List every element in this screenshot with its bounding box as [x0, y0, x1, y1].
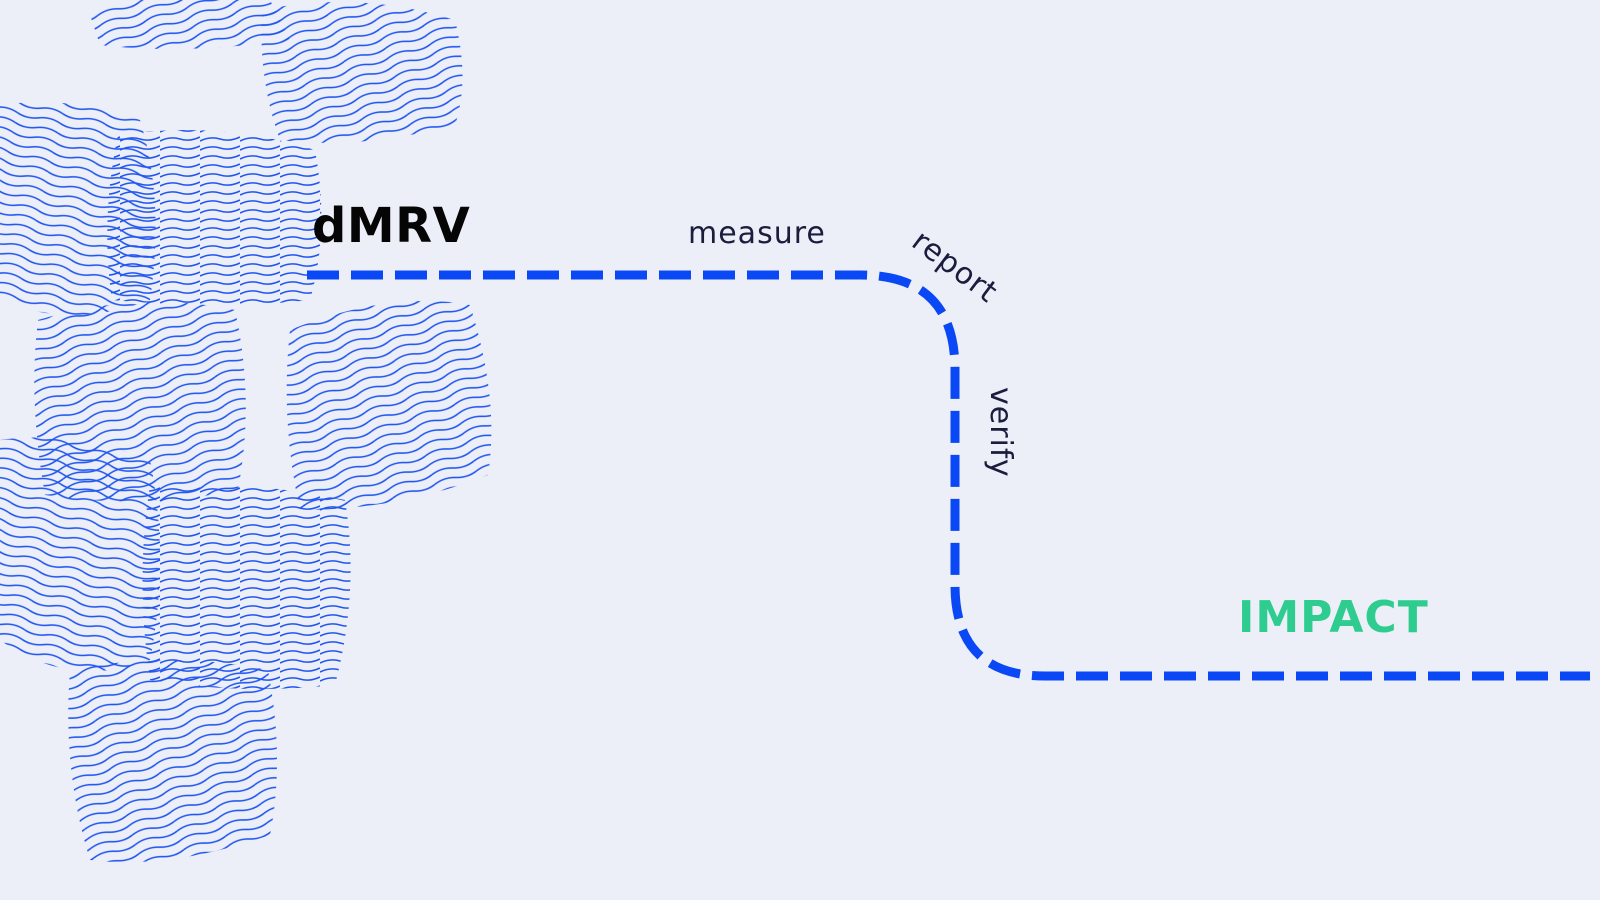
- pattern-block: [142, 484, 351, 689]
- pattern-block: [261, 2, 463, 143]
- pattern-block: [0, 437, 160, 672]
- process-path: [307, 270, 1590, 681]
- step-label-verify: verify: [983, 387, 1018, 478]
- pattern-block: [107, 130, 322, 305]
- pattern-cluster: [0, 0, 492, 863]
- outcome-label: IMPACT: [1238, 592, 1429, 643]
- diagram-title: dMRV: [312, 198, 471, 254]
- pattern-block: [90, 0, 290, 49]
- pattern-block: [68, 660, 278, 863]
- step-label-report: report: [905, 223, 1004, 310]
- pattern-block: [286, 300, 492, 510]
- step-label-measure: measure: [688, 216, 826, 251]
